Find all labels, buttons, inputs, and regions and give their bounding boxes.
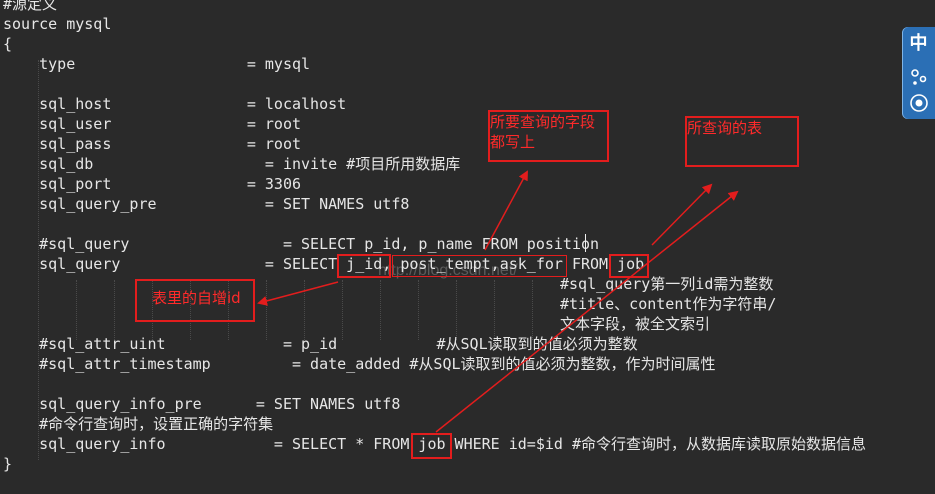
indent-guide xyxy=(76,280,77,340)
annotation-box-fields xyxy=(488,110,609,162)
code-line-comment-source: #源定义 xyxy=(3,0,58,13)
code-line-source: source mysql xyxy=(3,15,112,33)
code-line-sql-attr-timestamp: #sql_attr_timestamp = date_added #从SQL读取… xyxy=(3,355,716,373)
code-line-comment-charset: #命令行查询时，设置正确的字符集 xyxy=(3,415,274,433)
watermark: http://blog.csdn.net/ xyxy=(378,262,518,279)
indent-guide xyxy=(266,280,267,340)
code-line-sql-user: sql_user = root xyxy=(3,115,302,133)
annotation-box-table xyxy=(685,116,799,167)
indent-guide xyxy=(304,280,305,340)
comment-line: #title、content作为字符串/ xyxy=(560,295,777,313)
indent-guide xyxy=(190,280,191,340)
code-line-sql-host: sql_host = localhost xyxy=(3,95,347,113)
code-line-open-brace: { xyxy=(3,35,13,53)
code-line-sql-port: sql_port = 3306 xyxy=(3,175,302,193)
code-line-sql-query-info-pre: sql_query_info_pre = SET NAMES utf8 xyxy=(3,395,401,413)
annotation-autoinc-note: 表里的自增id xyxy=(152,289,241,307)
indent-guide xyxy=(342,280,343,340)
indent-guide xyxy=(532,280,533,340)
arrow-fields xyxy=(484,170,528,251)
indent-guide xyxy=(494,280,495,340)
code-line-sql-query-pre: sql_query_pre = SET NAMES utf8 xyxy=(3,195,410,213)
code-line-sql-query-info: sql_query_info = SELECT * FROM job WHERE… xyxy=(3,435,866,453)
assistant-icon[interactable] xyxy=(909,93,929,113)
highlight-box-jid xyxy=(337,254,391,278)
comment-line: #sql_query第一列id需为整数 xyxy=(560,275,774,293)
indent-guide xyxy=(418,280,419,340)
comment-line: 文本字段，被全文索引 xyxy=(560,315,711,333)
indent-guide xyxy=(152,280,153,340)
indent-guide xyxy=(228,280,229,340)
arrow-table-info xyxy=(435,190,739,433)
indent-guide xyxy=(380,280,381,340)
annotation-table-note: 所查询的表 xyxy=(687,119,763,137)
indent-guide xyxy=(38,60,39,460)
highlight-box-table xyxy=(609,254,649,278)
settings-icon[interactable] xyxy=(909,67,929,87)
arrow-table xyxy=(651,183,713,246)
code-line-sql-query-commented: #sql_query = SELECT p_id, p_name FROM po… xyxy=(3,235,600,253)
arrow-autoinc xyxy=(257,281,339,306)
code-line-type: type = mysql xyxy=(3,55,311,73)
annotation-box-autoinc xyxy=(135,279,255,322)
floating-ime-widget[interactable]: 中 xyxy=(902,27,935,119)
highlight-box-table-info xyxy=(411,433,452,459)
highlight-box-fields xyxy=(392,255,567,277)
annotation-fields-note: 所要查询的字段都写上 xyxy=(490,113,596,151)
text-cursor xyxy=(585,234,586,252)
code-line-sql-db: sql_db = invite #项目所用数据库 xyxy=(3,155,461,173)
code-line-sql-query: sql_query = SELECT j_id, post_tempt,ask_… xyxy=(3,255,645,273)
indent-guide xyxy=(456,280,457,340)
indent-guide xyxy=(114,280,115,340)
code-line-sql-pass: sql_pass = root xyxy=(3,135,302,153)
code-line-sql-attr-uint: #sql_attr_uint = p_id #从SQL读取到的值必须为整数 xyxy=(3,335,638,353)
code-line-close-brace: } xyxy=(3,455,13,473)
ime-language-label[interactable]: 中 xyxy=(909,33,928,54)
